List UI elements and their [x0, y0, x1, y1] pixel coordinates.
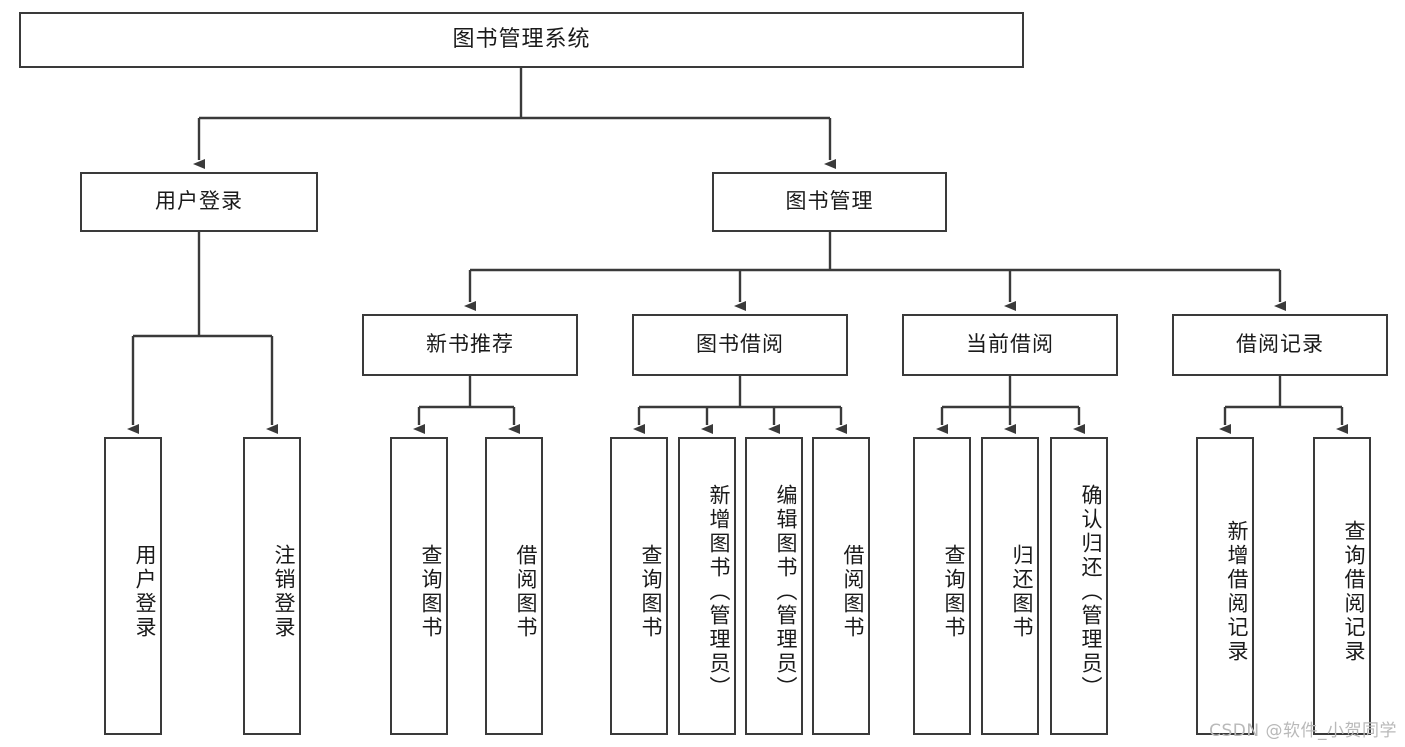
node-label: 确认归还（管理员） [1079, 484, 1103, 700]
node-label: 查询图书 [419, 544, 443, 640]
node-label: 注销登录 [272, 544, 296, 640]
leaf-user-logout[interactable]: 注销登录 [243, 437, 301, 735]
node-label: 新书推荐 [426, 332, 514, 357]
node-label: 查询图书 [942, 544, 966, 640]
node-label: 用户登录 [133, 544, 157, 640]
node-label: 新增图书（管理员） [707, 484, 731, 700]
node-label: 用户登录 [155, 189, 243, 214]
leaf-record-add-record[interactable]: 新增借阅记录 [1196, 437, 1254, 735]
node-label: 新增借阅记录 [1225, 520, 1249, 664]
node-label: 查询图书 [639, 544, 663, 640]
leaf-recommend-query-book[interactable]: 查询图书 [390, 437, 448, 735]
leaf-current-confirm-return-admin[interactable]: 确认归还（管理员） [1050, 437, 1108, 735]
node-borrow-record[interactable]: 借阅记录 [1172, 314, 1388, 376]
leaf-user-login[interactable]: 用户登录 [104, 437, 162, 735]
node-label: 编辑图书（管理员） [774, 484, 798, 700]
leaf-borrow-borrow-book[interactable]: 借阅图书 [812, 437, 870, 735]
node-label: 查询借阅记录 [1342, 520, 1366, 664]
leaf-record-query-record[interactable]: 查询借阅记录 [1313, 437, 1371, 735]
node-label: 借阅记录 [1236, 332, 1324, 357]
node-label: 归还图书 [1010, 544, 1034, 640]
watermark: CSDN @软件_小贺同学 [1209, 721, 1397, 741]
node-user-login[interactable]: 用户登录 [80, 172, 318, 232]
leaf-recommend-borrow-book[interactable]: 借阅图书 [485, 437, 543, 735]
node-current-borrow[interactable]: 当前借阅 [902, 314, 1118, 376]
node-book-management[interactable]: 图书管理 [712, 172, 947, 232]
leaf-current-return-book[interactable]: 归还图书 [981, 437, 1039, 735]
node-label: 借阅图书 [841, 544, 865, 640]
node-label: 借阅图书 [514, 544, 538, 640]
node-label: 图书管理 [785, 189, 874, 214]
node-label: 图书借阅 [696, 332, 784, 357]
node-book-borrow[interactable]: 图书借阅 [632, 314, 848, 376]
leaf-borrow-query-book[interactable]: 查询图书 [610, 437, 668, 735]
node-label: 当前借阅 [966, 332, 1054, 357]
node-root-system[interactable]: 图书管理系统 [19, 12, 1024, 68]
leaf-borrow-edit-book-admin[interactable]: 编辑图书（管理员） [745, 437, 803, 735]
node-label: 图书管理系统 [452, 26, 591, 52]
node-new-book-recommend[interactable]: 新书推荐 [362, 314, 578, 376]
leaf-borrow-add-book-admin[interactable]: 新增图书（管理员） [678, 437, 736, 735]
leaf-current-query-book[interactable]: 查询图书 [913, 437, 971, 735]
